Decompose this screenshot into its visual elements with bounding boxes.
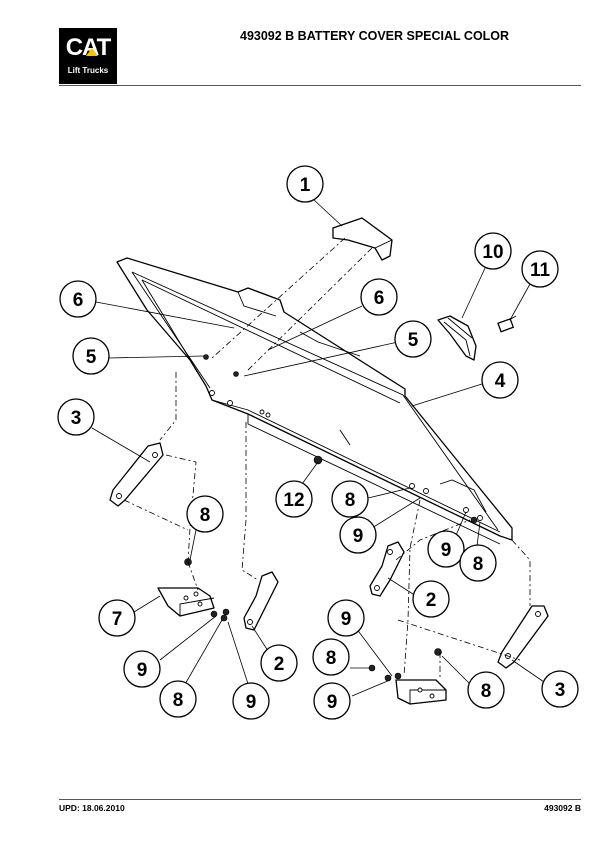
callout-10: 10 [474,232,512,270]
callout-3-right: 3 [541,670,579,708]
callout-6-right: 6 [360,278,398,316]
callout-2-left: 2 [260,644,298,682]
callout-2-right: 2 [412,580,450,618]
svg-text:7: 7 [112,609,123,630]
callout-8-lower-right-left: 8 [312,638,350,676]
callout-7: 7 [98,599,136,637]
svg-text:6: 6 [73,290,84,311]
svg-text:9: 9 [353,526,364,547]
callout-5-left: 5 [72,337,110,375]
header-divider [59,85,581,86]
svg-text:8: 8 [173,690,184,711]
callout-8-lower-far-right: 8 [467,671,505,709]
hinge-right-part [395,679,447,705]
callout-9-lower-left: 9 [123,650,161,688]
cover-plate-part [332,217,393,261]
bracket-right-part [369,541,405,597]
callout-4: 4 [481,361,519,399]
svg-text:2: 2 [426,590,437,611]
svg-text:1: 1 [300,175,311,196]
cat-logo: CAT Lift Trucks [59,28,117,84]
callout-5-right: 5 [394,320,432,358]
callout-9-right: 9 [427,530,465,568]
callout-1: 1 [286,165,324,203]
svg-text:5: 5 [86,347,97,368]
battery-cover-frame [116,257,513,545]
svg-text:9: 9 [327,692,338,713]
svg-text:8: 8 [200,505,211,526]
callout-9-lower-right-bottom: 9 [313,682,351,720]
callout-bubbles: 1 10 11 6 6 5 5 4 3 12 8 8 9 9 8 2 7 9 2… [57,165,579,720]
bracket-left-part [243,571,279,631]
svg-text:8: 8 [481,681,492,702]
logo-triangle-icon [86,48,98,56]
svg-text:9: 9 [441,540,452,561]
svg-text:8: 8 [345,490,356,511]
callout-11: 11 [521,250,559,288]
svg-text:11: 11 [530,260,551,281]
callout-9-lower-right-top: 9 [327,599,365,637]
assembly-lines [123,237,531,680]
strap-part [437,315,477,361]
footer-divider [59,799,581,800]
callout-8-upper-left: 8 [186,495,224,533]
svg-text:4: 4 [495,371,506,392]
handle-right-part [497,605,549,669]
svg-text:8: 8 [326,648,337,669]
svg-text:9: 9 [137,660,148,681]
svg-text:2: 2 [274,654,285,675]
svg-text:5: 5 [408,330,419,351]
leader-lines [91,199,545,697]
callout-8-center: 8 [331,480,369,518]
svg-text:9: 9 [246,692,257,713]
svg-text:8: 8 [473,554,484,575]
callout-12: 12 [275,480,313,518]
logo-subtext: Lift Trucks [67,66,109,75]
svg-text:3: 3 [555,680,566,701]
svg-text:3: 3 [71,408,82,429]
document-number: 493092 B [544,803,581,813]
callout-8-lower-left: 8 [159,680,197,718]
callout-9-center: 9 [339,516,377,554]
page-title: 493092 B BATTERY COVER SPECIAL COLOR [240,29,510,43]
svg-text:6: 6 [374,288,385,309]
handle-left-part [109,442,164,507]
callout-3-left: 3 [57,398,95,436]
callout-9-lower-center: 9 [232,682,270,720]
screw-part [497,315,517,333]
svg-text:9: 9 [341,609,352,630]
update-date: UPD: 18.06.2010 [59,803,125,813]
callout-6-left: 6 [59,280,97,318]
svg-text:12: 12 [283,490,304,511]
callout-8-right: 8 [459,544,497,582]
hinge-left-part [157,587,215,617]
svg-text:10: 10 [482,242,503,263]
